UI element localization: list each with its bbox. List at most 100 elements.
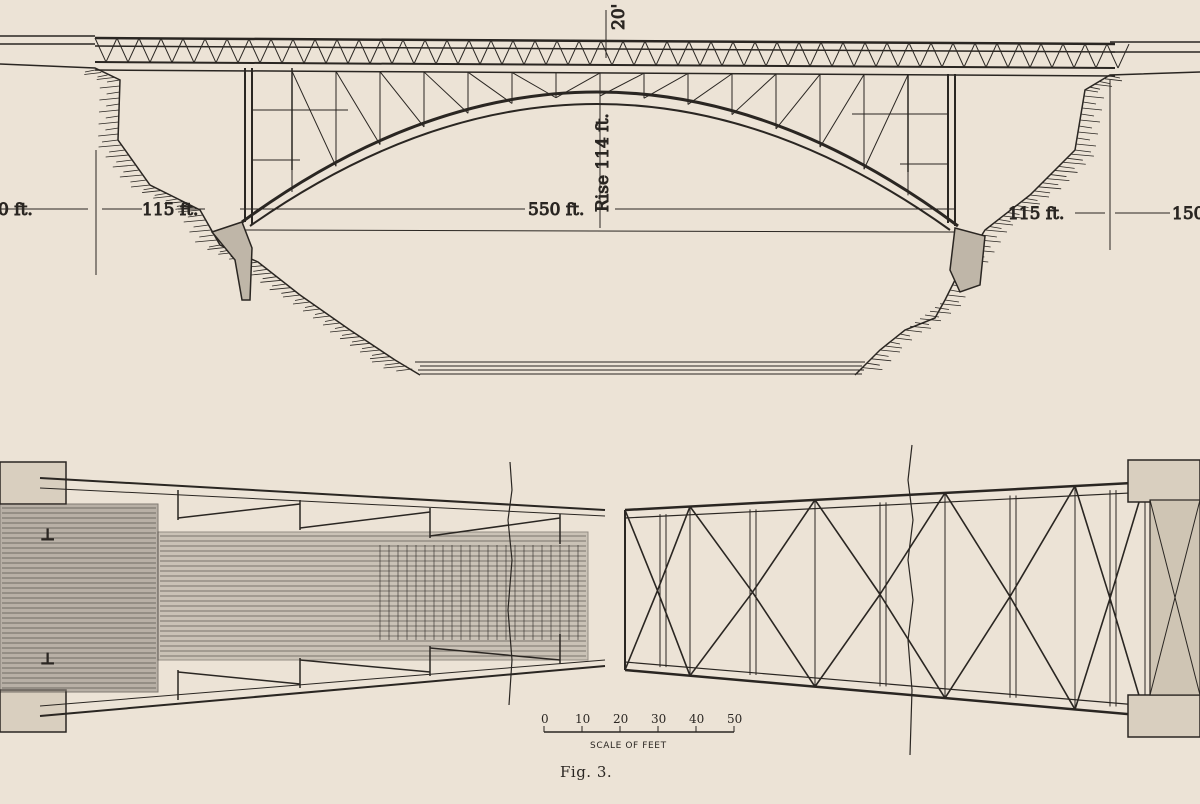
deck-truss-member bbox=[204, 38, 217, 63]
cliff-hatch bbox=[934, 307, 950, 310]
right-span-label: 150 bbox=[1172, 204, 1200, 224]
cliff-hatch bbox=[165, 198, 178, 202]
deck-truss-member bbox=[468, 39, 481, 65]
river-surface bbox=[415, 361, 865, 375]
cliff-hatch bbox=[207, 247, 226, 250]
cliff-hatch bbox=[84, 72, 102, 75]
cliff-hatch bbox=[269, 287, 291, 291]
cliff-hatch bbox=[1046, 178, 1070, 182]
cliff-hatch bbox=[1089, 86, 1101, 90]
cliff-hatch bbox=[130, 184, 151, 188]
cliff-hatch bbox=[1062, 161, 1086, 165]
cliff-hatch bbox=[176, 204, 189, 207]
cliff-hatch bbox=[1083, 95, 1105, 99]
deck-truss-member bbox=[776, 41, 789, 67]
deck-truss-member bbox=[578, 40, 591, 66]
deck-truss-member bbox=[941, 42, 954, 68]
cliff-hatch bbox=[106, 79, 121, 83]
deck-truss-member bbox=[369, 39, 382, 64]
cliff-hatch bbox=[339, 336, 361, 340]
cliff-hatch bbox=[105, 115, 119, 119]
cliff-hatch bbox=[164, 201, 184, 205]
cliff-hatch bbox=[383, 365, 407, 369]
deck-truss-member bbox=[545, 40, 558, 65]
deck-truss-member bbox=[765, 41, 778, 67]
rail-mark: ⊥ bbox=[40, 525, 55, 544]
cliff-hatch bbox=[349, 342, 371, 346]
main-deck bbox=[94, 36, 1130, 77]
cliff-hatch bbox=[98, 121, 119, 125]
cliff-hatch bbox=[193, 224, 209, 228]
spandrel-diagonal bbox=[819, 74, 865, 148]
cliff-hatch bbox=[142, 190, 162, 193]
deck-truss-member bbox=[1117, 43, 1130, 69]
deck-truss-member bbox=[193, 38, 206, 63]
deck-truss-member bbox=[754, 41, 767, 67]
deck-truss-member bbox=[787, 41, 800, 67]
lateral-brace bbox=[1074, 485, 1111, 599]
cliff-hatch bbox=[1002, 215, 1023, 219]
spandrel-diagonal bbox=[643, 73, 689, 99]
cliff-hatch bbox=[889, 341, 901, 345]
deck-truss-member bbox=[523, 40, 536, 65]
deck-truss-member bbox=[105, 37, 118, 63]
cliff-hatch bbox=[359, 349, 381, 353]
lateral-brace bbox=[944, 596, 1011, 699]
deck-truss-member bbox=[611, 40, 624, 66]
cliff-hatch bbox=[984, 229, 1008, 233]
cliff-hatch bbox=[1077, 131, 1099, 135]
deck-truss-member bbox=[490, 40, 503, 65]
deck-truss-member bbox=[886, 42, 899, 67]
deck-truss-member bbox=[182, 38, 195, 63]
plan-diagonal bbox=[429, 647, 561, 661]
lateral-brace bbox=[751, 499, 816, 593]
cliff-hatch bbox=[1078, 125, 1093, 129]
spandrel-diagonal bbox=[335, 71, 381, 145]
cliff-hatch bbox=[369, 356, 391, 360]
plan-diagonal bbox=[299, 511, 431, 529]
cliff-hatch bbox=[1038, 186, 1062, 190]
cliff-hatch bbox=[1025, 198, 1038, 201]
plan-left-half: ⊥ ⊥ bbox=[0, 461, 606, 733]
cliff-hatch bbox=[1084, 89, 1099, 93]
cliff-hatch bbox=[1099, 81, 1111, 84]
deck-truss-member bbox=[1018, 43, 1031, 68]
cliff-hatch bbox=[304, 305, 316, 308]
lateral-brace bbox=[879, 492, 946, 595]
cliff-hatch bbox=[384, 362, 401, 366]
arch-abutments bbox=[210, 221, 986, 301]
deck-truss-member bbox=[501, 40, 514, 65]
deck-truss-member bbox=[996, 43, 1009, 68]
deck-truss-member bbox=[644, 41, 657, 66]
deck-truss-member bbox=[270, 38, 283, 64]
spandrel-diagonal bbox=[775, 73, 821, 130]
cliff-hatch bbox=[1058, 165, 1075, 169]
cliff-hatch bbox=[312, 315, 331, 319]
cliff-hatch bbox=[1079, 119, 1101, 123]
deck-truss-member bbox=[743, 41, 756, 67]
spandrel-diagonal bbox=[423, 71, 469, 114]
left-approach-label: 115 ft. bbox=[142, 200, 198, 220]
cliff-hatch bbox=[329, 329, 351, 333]
lateral-brace bbox=[814, 499, 881, 595]
deck-truss-member bbox=[732, 41, 745, 67]
deck-truss-member bbox=[435, 39, 448, 65]
cliff-hatch bbox=[98, 133, 119, 137]
deck-truss-member bbox=[875, 42, 888, 67]
cliff-hatch bbox=[153, 195, 173, 199]
cliff-hatch bbox=[944, 299, 960, 303]
deck-truss-member bbox=[864, 42, 877, 67]
cliff-hatch bbox=[884, 345, 903, 349]
cliff-hatch bbox=[351, 339, 366, 343]
deck-truss-member bbox=[303, 39, 316, 64]
cliff-hatch bbox=[260, 279, 282, 283]
deck-truss-member bbox=[292, 38, 305, 64]
deck-truss-member bbox=[710, 41, 723, 66]
deck-truss-member bbox=[952, 42, 965, 68]
spandrel-diagonal bbox=[467, 71, 513, 104]
cliff-hatch bbox=[919, 318, 942, 322]
cliff-hatch bbox=[947, 294, 966, 298]
scale-tick-label: 10 bbox=[575, 712, 590, 726]
cliff-hatch bbox=[1074, 149, 1092, 153]
